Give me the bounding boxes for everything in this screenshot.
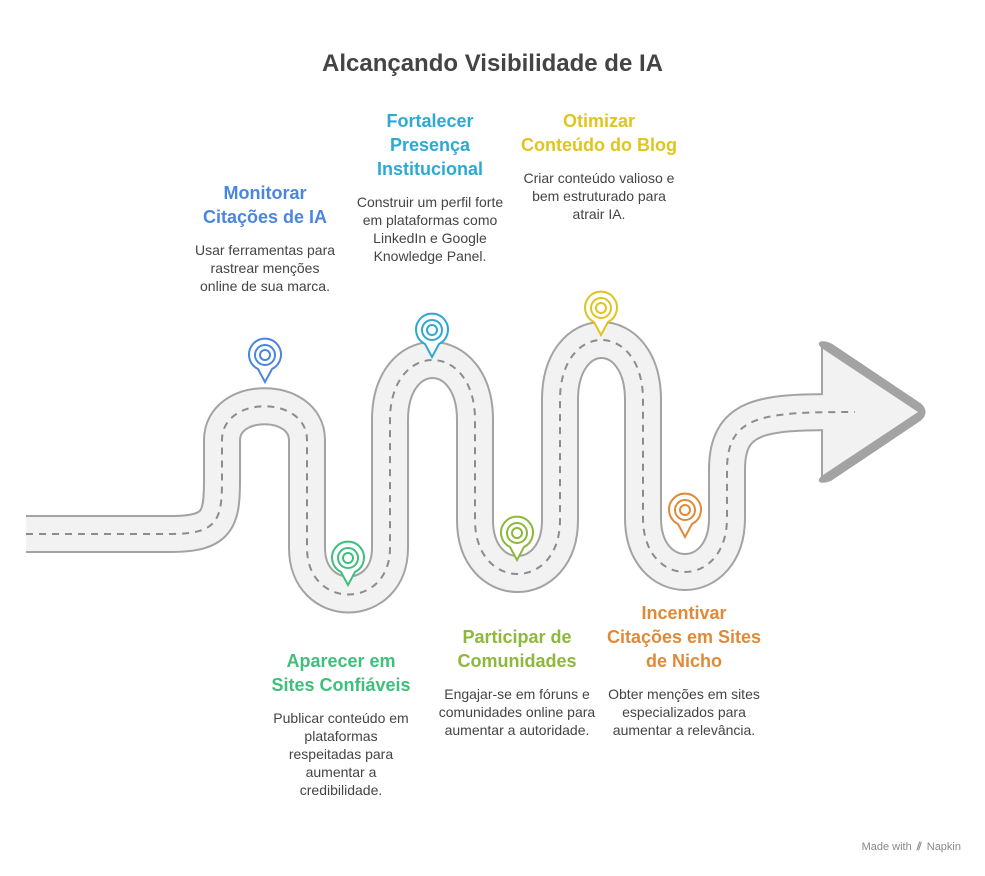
step-title: Incentivar Citações em Sites de Nicho [606, 603, 762, 671]
footer-prefix: Made with [861, 841, 912, 853]
step-description: Publicar conteúdo em plataformas respeit… [273, 710, 409, 798]
napkin-logo-icon: ⫽ [916, 841, 922, 853]
location-pin-icon [668, 492, 702, 540]
step-participar: Participar de Comunidades Engajar-se em … [437, 625, 597, 739]
step-description: Usar ferramentas para rastrear menções o… [194, 242, 336, 294]
step-incentivar: Incentivar Citações em Sites de Nicho Ob… [604, 601, 764, 739]
arrow-head [823, 349, 918, 475]
location-pin-icon [584, 290, 618, 338]
location-pin-icon [415, 312, 449, 360]
step-title: Otimizar Conteúdo do Blog [521, 111, 677, 155]
step-title: Fortalecer Presença Institucional [376, 111, 483, 179]
location-pin-icon [500, 515, 534, 563]
step-description: Construir um perfil forte em plataformas… [356, 194, 504, 264]
diagram-title: Alcançando Visibilidade de IA [322, 50, 663, 77]
step-title: Participar de Comunidades [457, 627, 577, 671]
step-fortalecer: Fortalecer Presença Institucional Constr… [350, 109, 510, 265]
step-description: Engajar-se em fóruns e comunidades onlin… [438, 686, 596, 738]
step-description: Obter menções em sites especializados pa… [608, 686, 760, 738]
step-title: Monitorar Citações de IA [202, 183, 328, 227]
location-pin-icon [248, 337, 282, 385]
step-description: Criar conteúdo valioso e bem estruturado… [523, 170, 675, 222]
step-monitorar: Monitorar Citações de IA Usar ferramenta… [190, 181, 340, 295]
footer-brand: Napkin [926, 841, 961, 853]
step-otimizar: Otimizar Conteúdo do Blog Criar conteúdo… [519, 109, 679, 223]
made-with-napkin[interactable]: Made with ⫽ Napkin [862, 841, 961, 854]
step-aparecer: Aparecer em Sites Confiáveis Publicar co… [271, 649, 411, 799]
step-title: Aparecer em Sites Confiáveis [271, 651, 411, 695]
road-centerline [26, 339, 856, 596]
location-pin-icon [331, 540, 365, 588]
